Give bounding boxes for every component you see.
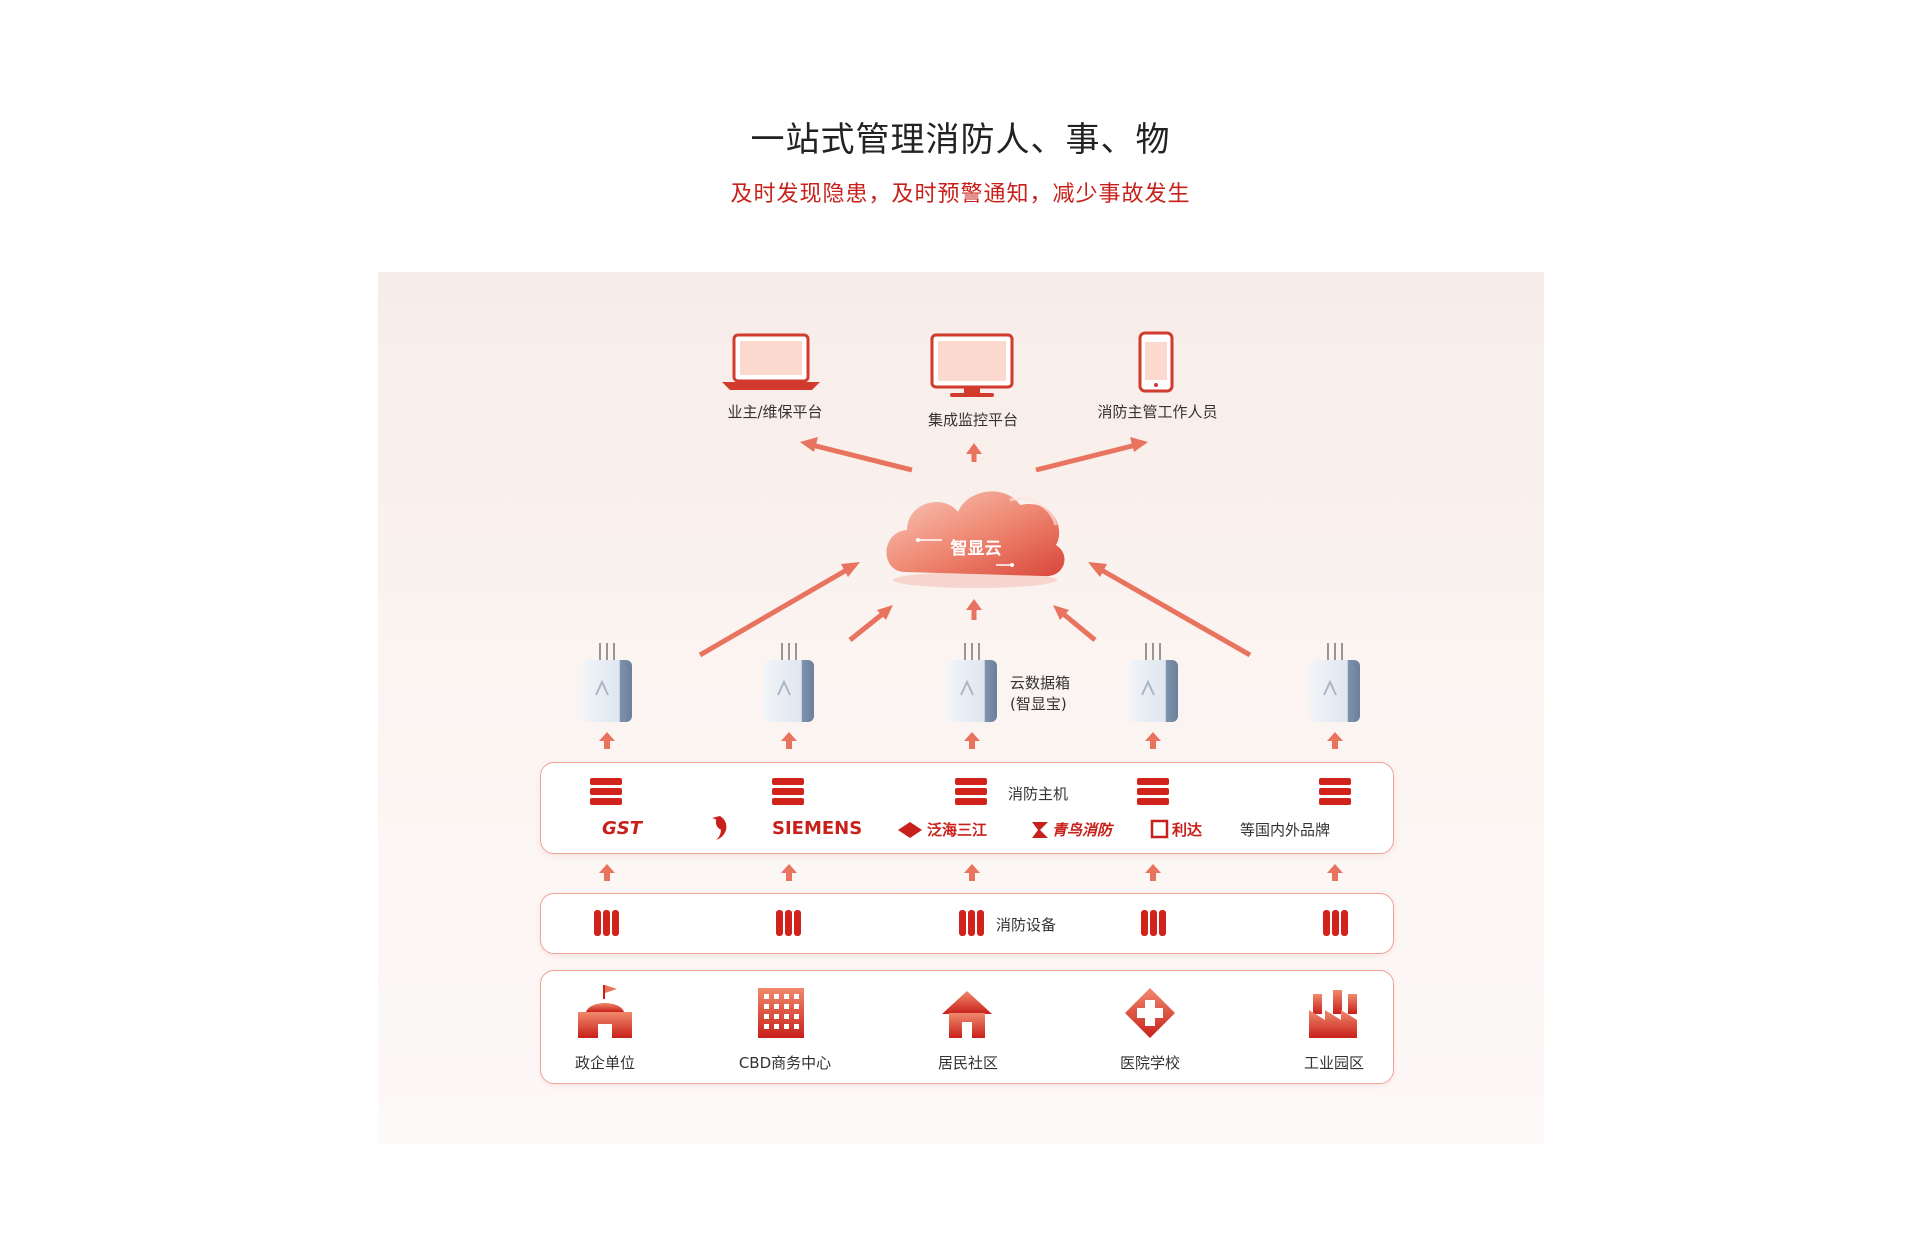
page-title: 一站式管理消防人、事、物 (750, 120, 1171, 160)
site-label-industrial-park: 工业园区 (1303, 1054, 1364, 1072)
cloud-label: 智显云 (950, 539, 1002, 559)
gateway-label: 云数据箱 (智显宝) (1010, 673, 1070, 715)
endpoint-label-staff: 消防主管工作人员 (1097, 403, 1218, 421)
fire-host-label: 消防主机 (1008, 785, 1069, 803)
gateway-label-line2: (智显宝) (1010, 695, 1067, 713)
house-icon (942, 991, 992, 1038)
brand-qingniao: 青鸟消防 (1052, 821, 1113, 839)
phone-icon (1138, 331, 1174, 393)
endpoint-label-monitor: 集成监控平台 (927, 411, 1018, 429)
gateway-label-line1: 云数据箱 (1010, 674, 1071, 692)
government-building-icon (578, 985, 632, 1038)
site-label-cbd: CBD商务中心 (738, 1054, 832, 1072)
qingniao-logo-icon (1032, 822, 1048, 838)
fire-device-label: 消防设备 (996, 916, 1057, 934)
site-label-community: 居民社区 (937, 1054, 998, 1072)
endpoint-label-owner: 业主/维保平台 (727, 403, 823, 421)
page-subtitle: 及时发现隐患，及时预警通知，减少事故发生 (730, 182, 1191, 207)
gateway-device-icons (582, 643, 1360, 722)
site-label-hospital-school: 医院学校 (1119, 1054, 1180, 1072)
office-tower-icon (758, 988, 804, 1038)
layer-up-arrows (599, 732, 1343, 881)
brand-lida: 利达 (1172, 821, 1203, 839)
laptop-icon (722, 333, 820, 390)
brands-suffix: 等国内外品牌 (1240, 821, 1331, 839)
cloud-to-endpoint-arrows (800, 437, 1148, 473)
hospital-cross-icon (1125, 988, 1175, 1038)
fire-device-band (540, 893, 1394, 954)
cloud-icon (886, 491, 1065, 588)
factory-icon (1309, 990, 1357, 1038)
monitor-icon (930, 333, 1014, 397)
gateway-to-cloud-arrows (698, 562, 1252, 658)
lida-logo-icon (1150, 819, 1169, 839)
brand-sanjiang: 泛海三江 (927, 821, 988, 839)
bird-logo-icon (712, 816, 727, 840)
site-label-government: 政企单位 (574, 1054, 635, 1072)
sanjiang-logo-icon (898, 822, 922, 838)
fire-host-band (540, 762, 1394, 854)
brand-gst: GST (602, 818, 643, 839)
brand-siemens: SIEMENS (772, 818, 863, 839)
